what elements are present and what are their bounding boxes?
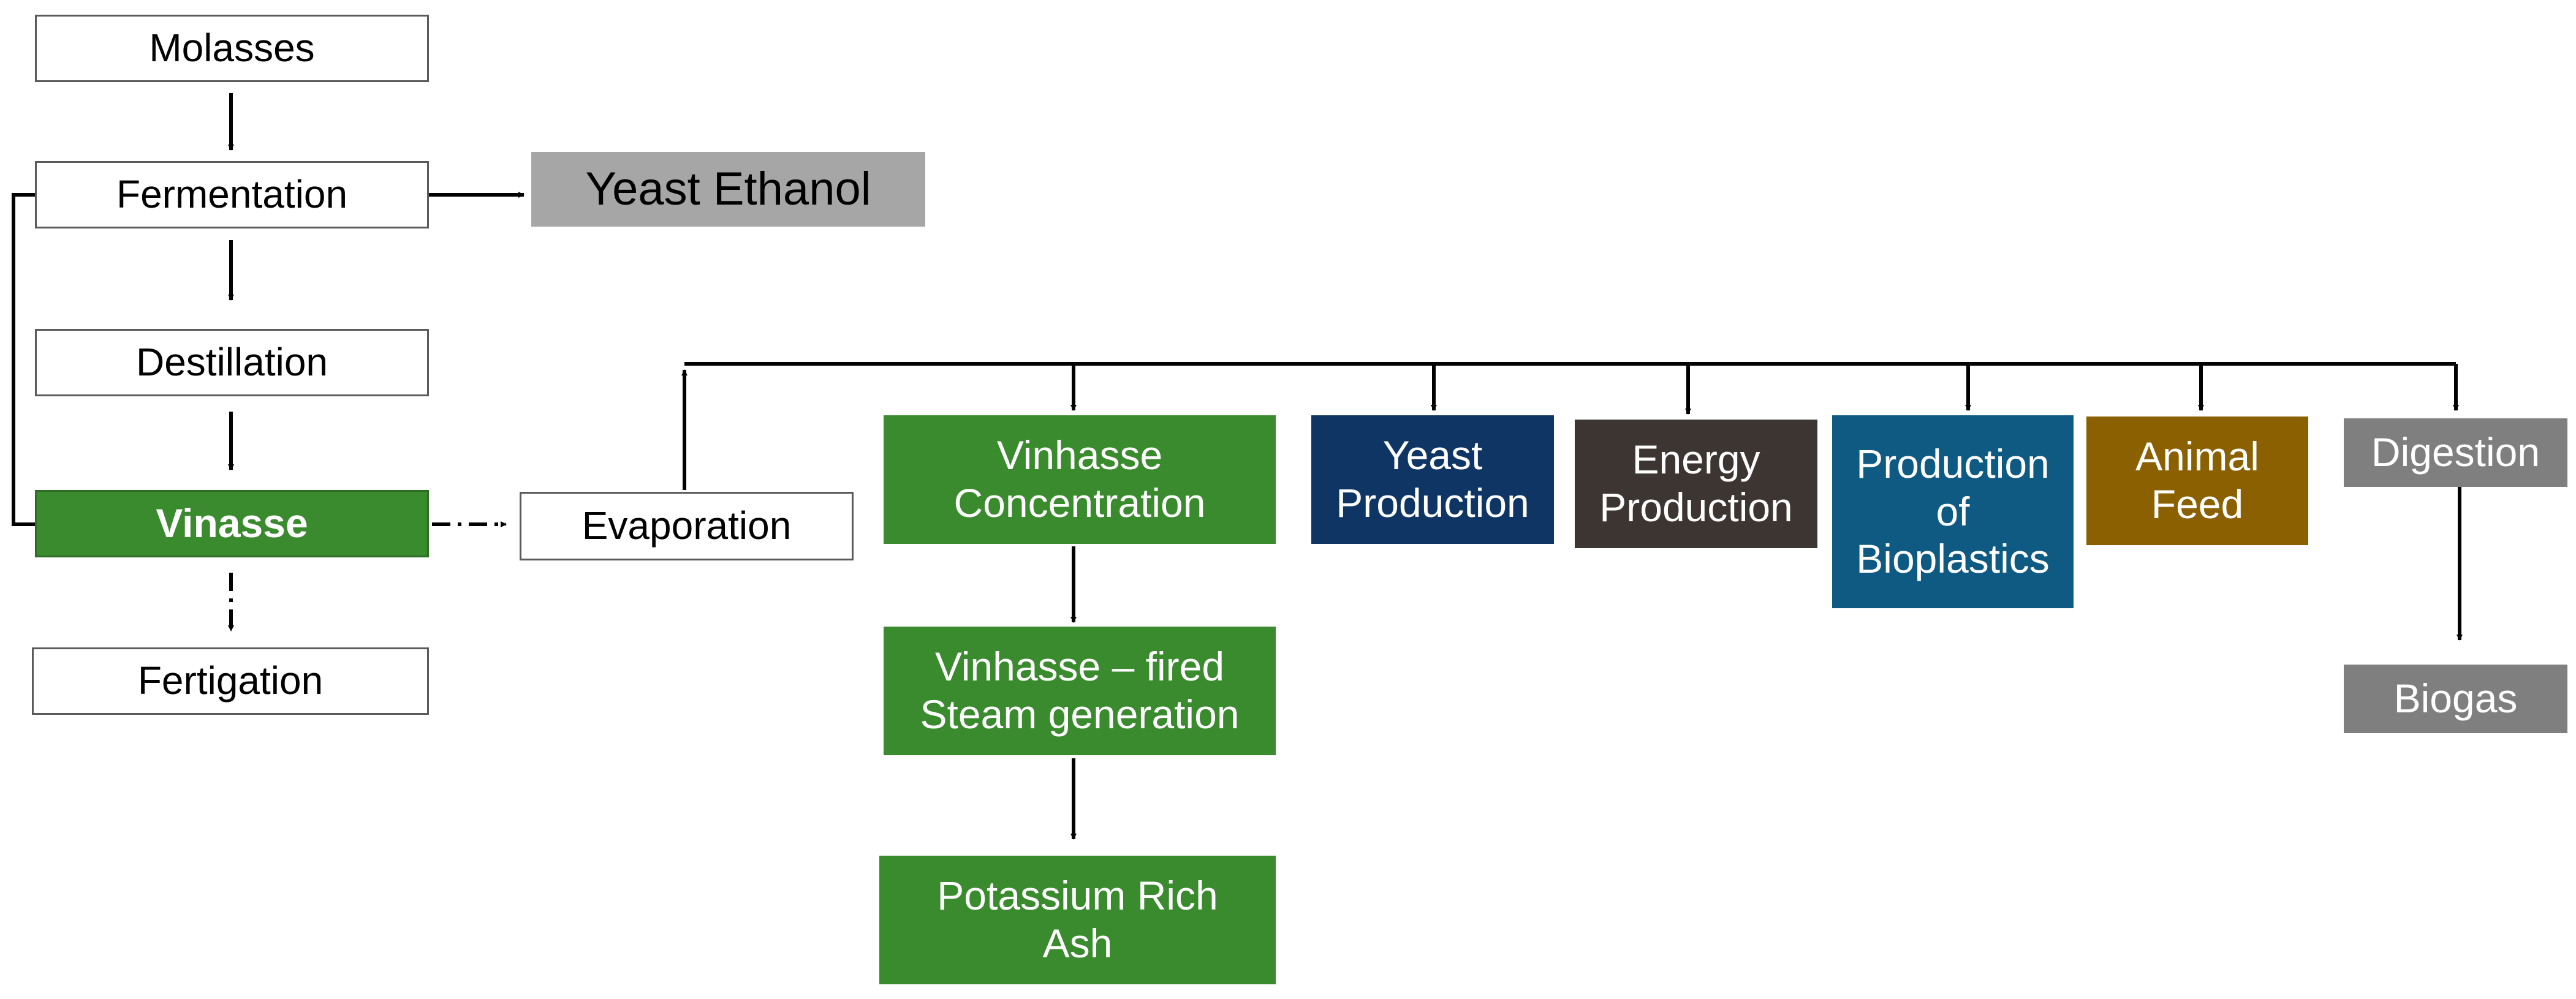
molasses-box: Molasses (35, 15, 429, 82)
biogas-label: Biogas (2393, 676, 2518, 722)
vinhasse-fired-steam-label: Vinhasse – fired Steam generation (920, 644, 1240, 737)
fertigation-box: Fertigation (32, 647, 429, 715)
energy-production-label: Energy Production (1599, 437, 1793, 530)
vinhasse-concentration-label: Vinhasse Concentration (953, 432, 1206, 526)
vinasse-box: Vinasse (35, 490, 429, 557)
fermentation-box: Fermentation (35, 161, 429, 228)
energy-production-box: Energy Production (1575, 420, 1817, 548)
yeast-production-box: Yeast Production (1311, 415, 1554, 544)
destillation-label: Destillation (135, 340, 328, 385)
vinhasse-concentration-box: Vinhasse Concentration (884, 415, 1276, 544)
production-of-bioplastics-label: Production of Bioplastics (1856, 440, 2050, 582)
fermentation-label: Fermentation (116, 172, 348, 217)
evaporation-label: Evaporation (581, 503, 792, 548)
potassium-rich-ash-label: Potassium Rich Ash (937, 873, 1218, 966)
yeast-production-label: Yeast Production (1336, 432, 1529, 526)
biogas-box: Biogas (2344, 665, 2567, 733)
production-of-bioplastics-box: Production of Bioplastics (1832, 415, 2074, 608)
destillation-box: Destillation (35, 329, 429, 396)
digestion-label: Digestion (2371, 429, 2540, 475)
vinasse-label: Vinasse (156, 500, 308, 546)
yeast-ethanol-label: Yeast Ethanol (585, 163, 871, 216)
digestion-box: Digestion (2344, 418, 2567, 487)
yeast-ethanol-box: Yeast Ethanol (531, 152, 925, 227)
loop-vinasse-to-fermentation (12, 193, 35, 526)
potassium-rich-ash-box: Potassium Rich Ash (879, 856, 1276, 984)
evaporation-box: Evaporation (520, 492, 854, 560)
animal-feed-label: Animal Feed (2135, 434, 2259, 527)
animal-feed-box: Animal Feed (2086, 417, 2308, 545)
molasses-label: Molasses (149, 26, 315, 70)
vinhasse-fired-steam-box: Vinhasse – fired Steam generation (884, 627, 1276, 755)
fertigation-label: Fertigation (137, 658, 324, 703)
